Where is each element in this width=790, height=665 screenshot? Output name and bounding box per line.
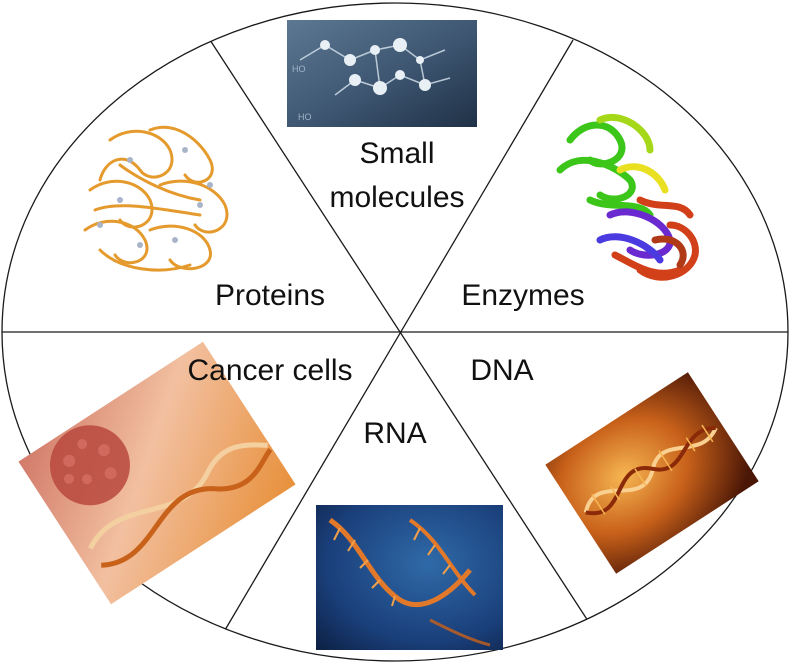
segment-dividers: [2, 39, 788, 631]
protein-structure-model: [83, 125, 229, 272]
label-small-molecules-line1: Small: [359, 137, 434, 170]
svg-text:HO: HO: [292, 64, 306, 74]
svg-text:HO: HO: [298, 112, 312, 122]
molecular-structure-photo: HO HO: [287, 20, 477, 127]
label-cancer-cells: Cancer cells: [187, 354, 352, 387]
cancer-cell-dna-photo: [18, 341, 296, 605]
label-rna: RNA: [363, 417, 426, 450]
dna-helix-photo: [545, 372, 759, 574]
enzyme-ribbon-model: [556, 113, 699, 281]
label-enzymes: Enzymes: [461, 279, 584, 312]
rna-strand-photo: [316, 505, 503, 650]
label-dna: DNA: [470, 354, 533, 387]
label-small-molecules-line2: molecules: [329, 181, 464, 214]
label-proteins: Proteins: [215, 279, 325, 312]
